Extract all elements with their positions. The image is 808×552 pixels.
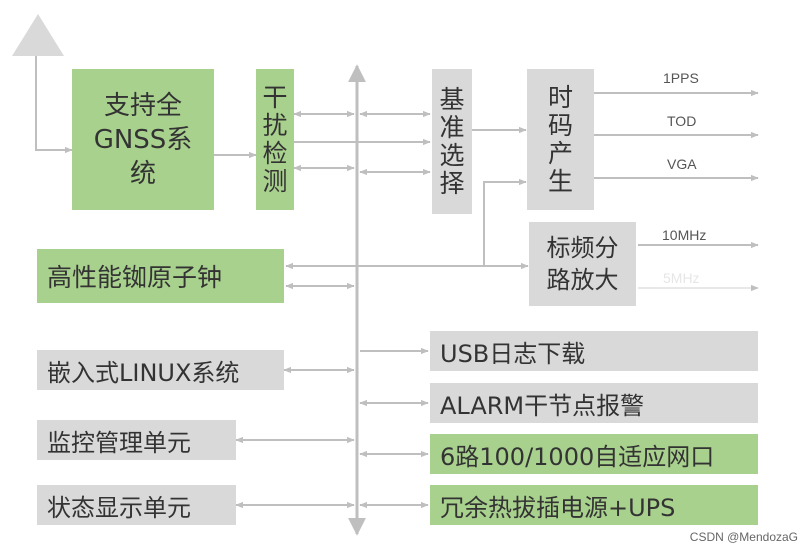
gnss-label: 支持全GNSS系统 [93, 90, 193, 189]
pps-signal-label: 1PPS [663, 70, 699, 86]
freq-distribution-label: 标频分路放大 [546, 234, 619, 294]
monitor-unit-label: 监控管理单元 [47, 428, 191, 457]
mhz10-signal-label: 10MHz [662, 227, 707, 243]
status-display-label: 状态显示单元 [47, 493, 191, 522]
power-label: 冗余热拔插电源+UPS [440, 493, 676, 522]
freq-distribution-block: 标频分路放大 [529, 222, 636, 306]
embedded-linux-label: 嵌入式LINUX系统 [47, 358, 240, 387]
monitor-unit-block: 监控管理单元 [37, 420, 236, 460]
ethernet-label: 6路100/1000自适应网口 [440, 442, 715, 471]
gnss-block: 支持全GNSS系统 [72, 69, 214, 210]
reference-select-block: 基准选择 [432, 69, 472, 214]
vga-signal-label: VGA [667, 156, 697, 172]
alarm-label: ALARM干节点报警 [440, 391, 645, 420]
tod-signal-label: TOD [667, 113, 697, 129]
watermark: CSDN @MendozaG [689, 530, 798, 544]
interference-detect-block: 干扰检测 [256, 69, 294, 210]
antenna-feed-line [35, 56, 73, 154]
antenna-icon [12, 14, 64, 56]
atomic-clock-block: 高性能铷原子钟 [37, 249, 284, 303]
power-block: 冗余热拔插电源+UPS [430, 485, 758, 525]
mhz5-signal-label: 5MHz [663, 270, 700, 286]
time-code-block: 时码产生 [527, 69, 594, 210]
clock-to-timegen-line [483, 178, 527, 266]
usb-log-block: USB日志下载 [430, 331, 758, 371]
interference-detect-label: 干扰检测 [262, 82, 288, 196]
alarm-block: ALARM干节点报警 [430, 383, 758, 423]
ethernet-block: 6路100/1000自适应网口 [430, 434, 758, 474]
time-code-label: 时码产生 [547, 82, 573, 196]
atomic-clock-label: 高性能铷原子钟 [47, 263, 223, 292]
reference-select-label: 基准选择 [439, 84, 465, 198]
status-display-block: 状态显示单元 [37, 485, 236, 525]
usb-log-label: USB日志下载 [440, 339, 586, 368]
embedded-linux-block: 嵌入式LINUX系统 [37, 350, 284, 390]
